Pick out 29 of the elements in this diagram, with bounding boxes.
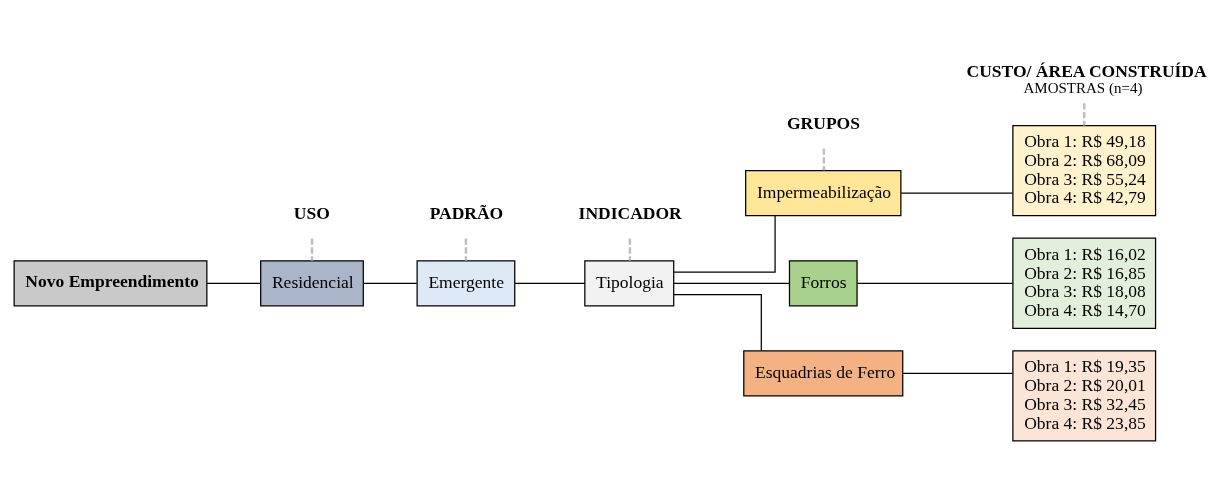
connector (673, 293, 762, 352)
node-box: Esquadrias de Ferro (743, 350, 904, 397)
node-box: Obra 1: R$ 49,18 Obra 2: R$ 68,09 Obra 3: R$ 55,24 Obra 4: R$ 42,79 (1012, 124, 1157, 217)
node-box: Forros (788, 260, 858, 307)
node-box: Obra 1: R$ 16,02 Obra 2: R$ 16,85 Obra 3: R$ 18,08 Obra 4: R$ 14,70 (1012, 237, 1157, 329)
connector (856, 282, 1014, 284)
connector (1082, 103, 1086, 126)
connector (206, 282, 261, 284)
connector (673, 215, 776, 273)
node-text: PADRÃO (429, 203, 504, 224)
connector (310, 238, 314, 261)
node-text: CUSTO/ ÁREA CONSTRUÍDA AMOSTRAS (n=4) (966, 61, 1207, 96)
connector (673, 282, 790, 284)
node-box: Residencial (260, 260, 364, 307)
node-box: Emergente (416, 260, 516, 307)
connector (514, 282, 586, 284)
connector (902, 372, 1014, 375)
connector (822, 148, 826, 171)
connector (900, 192, 1014, 194)
node-text: GRUPOS (786, 112, 860, 133)
connector (363, 282, 418, 284)
node-text: INDICADOR (578, 203, 682, 224)
node-box: Tipologia (584, 260, 675, 307)
node-box: Novo Empreendimento (13, 260, 208, 307)
node-box: Impermeabilização (745, 170, 902, 217)
connector (464, 238, 468, 261)
connector (628, 238, 632, 261)
node-text: USO (293, 203, 330, 224)
node-box: Obra 1: R$ 19,35 Obra 2: R$ 20,01 Obra 3: R$ 32,45 Obra 4: R$ 23,85 (1012, 350, 1157, 442)
